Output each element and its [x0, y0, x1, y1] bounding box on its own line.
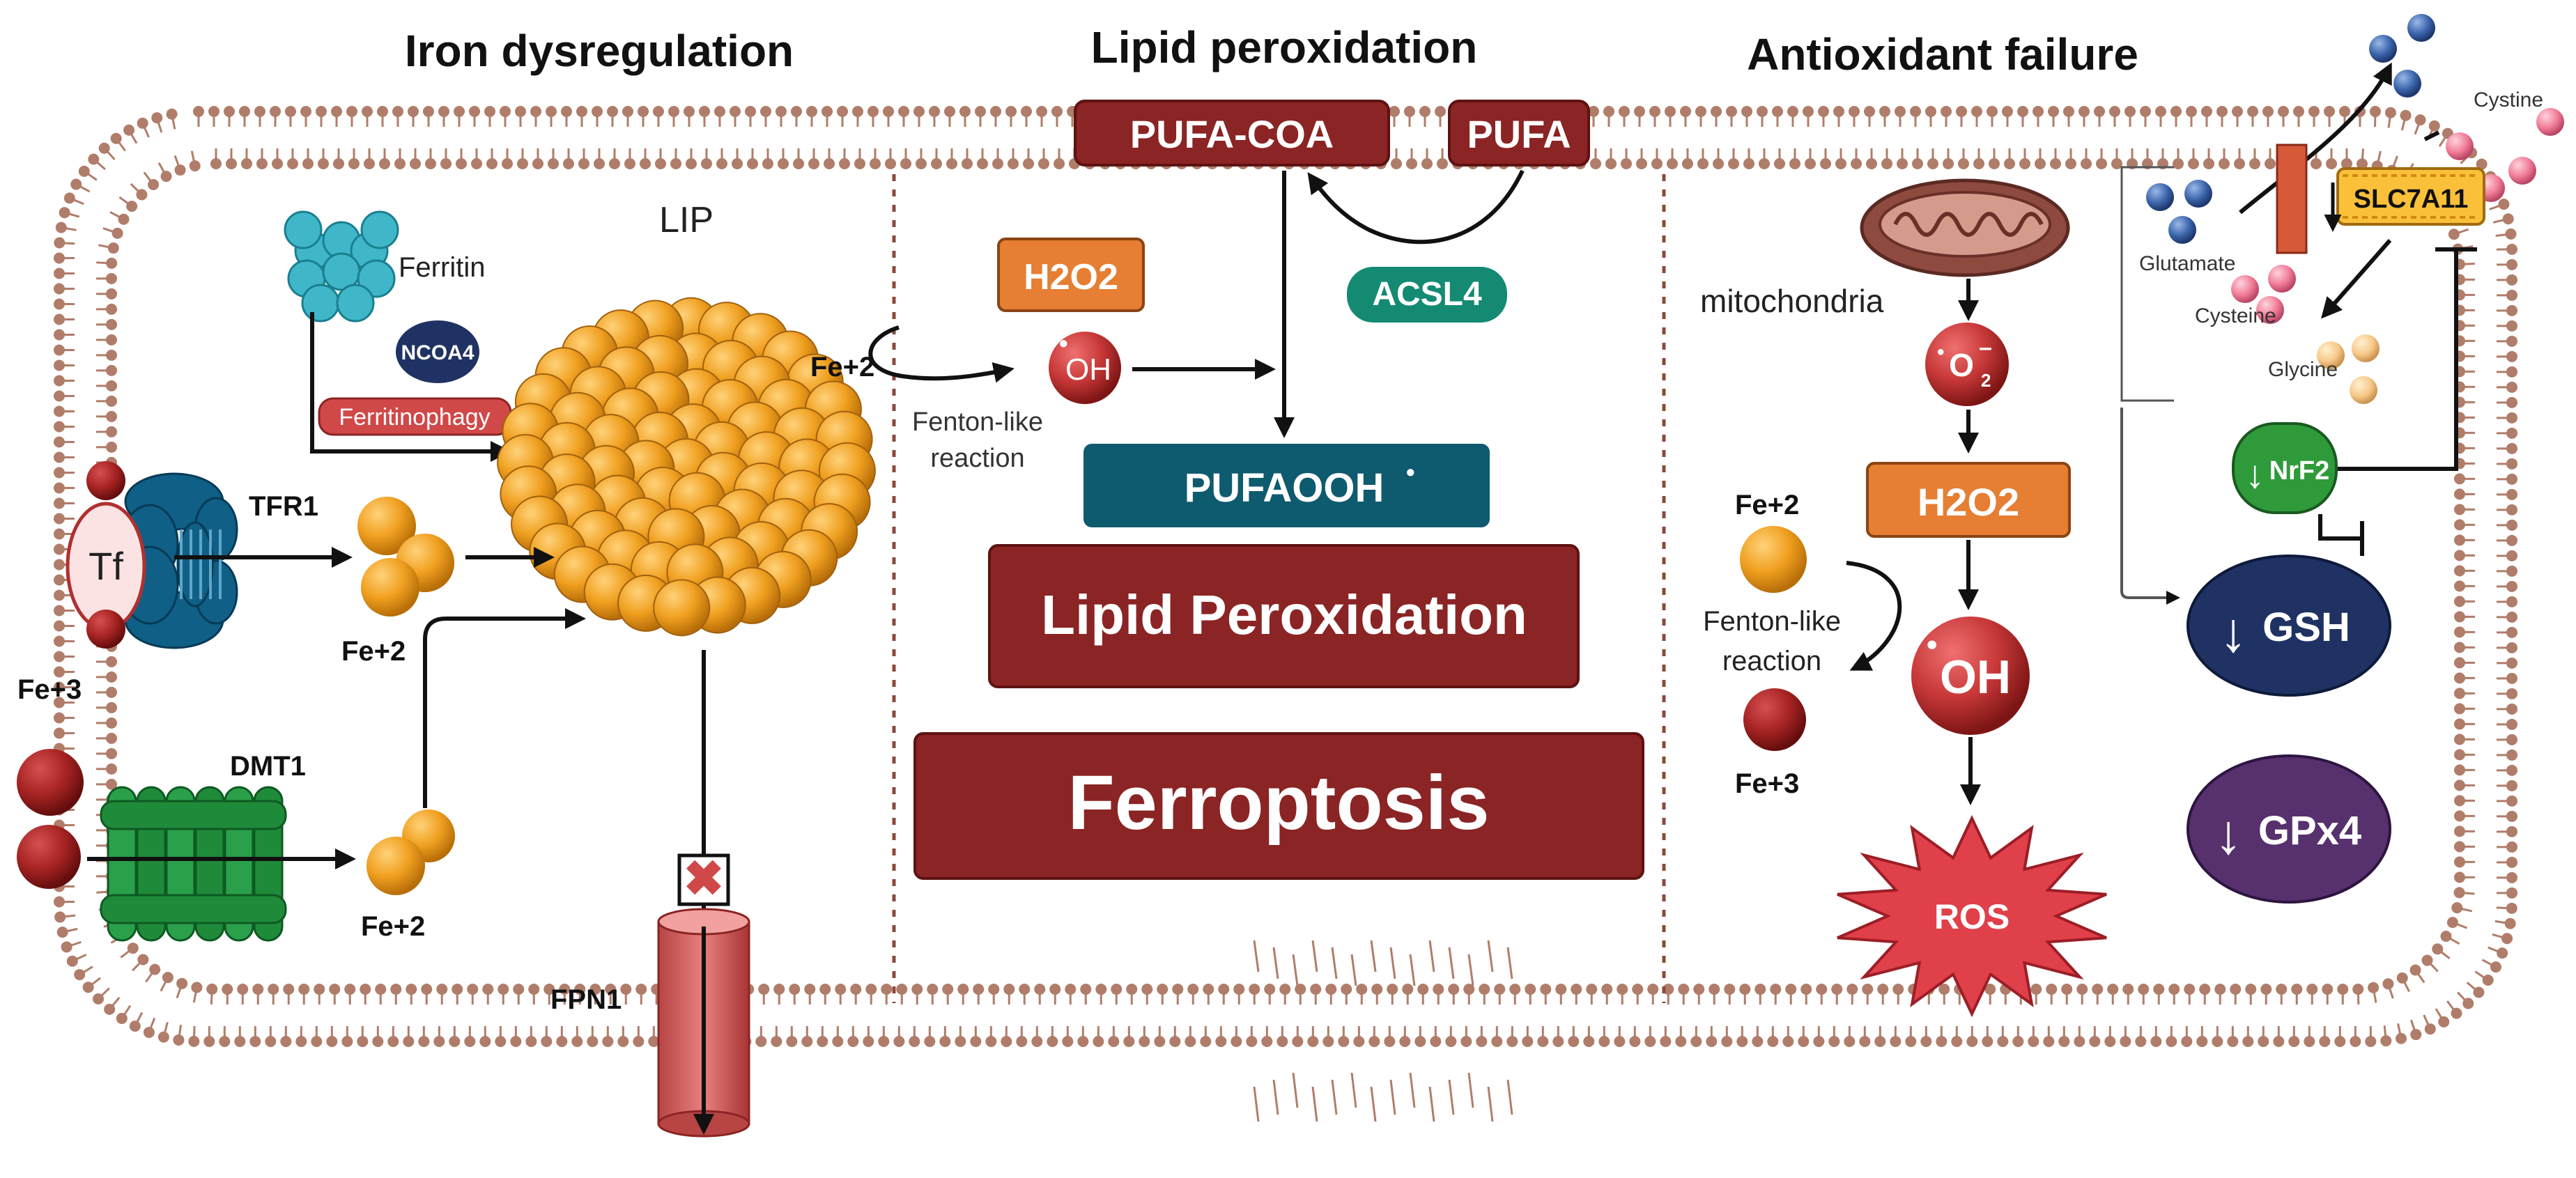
header-lipid-peroxidation: Lipid peroxidation	[1091, 22, 1478, 72]
glutamate-molecules	[2146, 180, 2212, 244]
glutamate-label: Glutamate	[2139, 252, 2235, 275]
cystine-molecule	[2508, 157, 2536, 185]
gpx4-down-arrow-icon: ↓	[2214, 803, 2242, 865]
nrf2-inhibit-gsh	[2320, 514, 2362, 538]
pufaooh-label: PUFAOOH	[1185, 465, 1385, 511]
h2o2-label-lipid: H2O2	[1024, 257, 1118, 297]
fe2-label-top: Fe+2	[341, 636, 406, 667]
fe2-label-antioxidant: Fe+2	[1735, 490, 1799, 520]
oh-label-antioxidant: OH	[1940, 651, 2011, 704]
tf-label: Tf	[88, 544, 123, 588]
cystine-molecule	[2446, 132, 2474, 160]
cystine-label: Cystine	[2474, 88, 2543, 111]
arrow-slc-to-cysteine	[2324, 240, 2390, 316]
nrf2-label: NrF2	[2269, 456, 2330, 486]
labile-iron-pool	[498, 298, 875, 636]
arrow-bracket-to-gsh	[2122, 408, 2177, 598]
tf-iron-top	[86, 461, 125, 500]
glutamate-molecule	[2393, 70, 2421, 98]
arrow-dmt1-fe2-to-lip	[425, 619, 582, 808]
fenton-line1-antioxidant: Fenton-like	[1703, 606, 1841, 637]
cysteine-label: Cysteine	[2195, 304, 2276, 327]
lip-iron-ion	[654, 580, 709, 635]
acsl4-label: ACSL4	[1372, 276, 1482, 313]
lipid-peroxidation-label: Lipid Peroxidation	[1041, 584, 1527, 646]
fe3-ion-antioxidant	[1743, 688, 1806, 751]
fpn1-label: FPN1	[550, 984, 622, 1015]
fe2-ion-bottom-b	[367, 837, 425, 895]
superoxide-dot: •	[1937, 341, 1945, 364]
oh-dot-antioxidant: •	[1927, 628, 1937, 662]
gsh-label: GSH	[2262, 605, 2350, 650]
glutamate-molecule	[2146, 183, 2174, 211]
arrow-pufa-to-pufa-coa	[1310, 171, 1522, 242]
slc7a11-label: SLC7A11	[2354, 185, 2469, 214]
fe2-ion-antioxidant	[1740, 526, 1807, 593]
glycine-molecule	[2350, 376, 2377, 404]
pufa-coa-label: PUFA-COA	[1130, 112, 1334, 156]
nrf2-down-arrow-icon: ↓	[2245, 452, 2265, 496]
pufaooh-dot: •	[1406, 458, 1415, 486]
mitochondria-label: mitochondria	[1700, 283, 1884, 319]
tf-iron-bottom	[86, 610, 125, 649]
fenton-line2-antioxidant: reaction	[1722, 646, 1821, 676]
ferritinophagy-label: Ferritinophagy	[339, 404, 490, 431]
glutamate-molecule	[2369, 35, 2397, 63]
fe3-label-left: Fe+3	[17, 674, 82, 705]
oh-label-lipid: OH	[1065, 352, 1111, 387]
fe3-ion-1	[17, 749, 84, 816]
arrow-fenton-antioxidant	[1846, 563, 1899, 669]
glutamate-molecule	[2407, 14, 2435, 42]
glutamate-molecule	[2168, 216, 2196, 244]
header-iron-dysregulation: Iron dysregulation	[405, 26, 794, 76]
fe3-label-antioxidant: Fe+3	[1735, 768, 1799, 799]
lip-label: LIP	[659, 200, 714, 240]
superoxide-minus: –	[1979, 334, 1992, 361]
gsh-down-arrow-icon: ↓	[2219, 601, 2247, 663]
cystine-molecule	[2536, 108, 2564, 136]
fpn1-block-cross-icon: ✖	[684, 851, 725, 906]
fenton-line2-lipid: reaction	[930, 444, 1024, 473]
fe2-label-bottom: Fe+2	[361, 911, 425, 942]
tfr1-label: TFR1	[249, 491, 318, 522]
h2o2-label-antioxidant: H2O2	[1918, 480, 2019, 524]
fe2-label-lipid: Fe+2	[810, 352, 874, 382]
cysteine-molecule	[2268, 265, 2296, 293]
superoxide-subscript: 2	[1981, 370, 1991, 391]
glycine-molecule	[2352, 334, 2380, 362]
superoxide-label: O	[1949, 347, 1974, 383]
fe2-ion-top-c	[361, 558, 419, 617]
dmt1-transporter-icon	[101, 787, 286, 940]
glycine-label: Glycine	[2268, 358, 2338, 381]
ros-label: ROS	[1934, 897, 2010, 936]
glutamate-molecule	[2184, 180, 2212, 208]
ferroptosis-label: Ferroptosis	[1067, 760, 1489, 846]
arrow-fenton-lipid	[870, 327, 1010, 378]
pufa-label: PUFA	[1467, 112, 1571, 156]
fe3-ion-2	[17, 825, 81, 889]
header-antioxidant-failure: Antioxidant failure	[1747, 29, 2138, 79]
ferritin-icon	[285, 212, 398, 321]
fenton-line1-lipid: Fenton-like	[912, 408, 1043, 437]
cysteine-molecule	[2231, 275, 2259, 303]
dmt1-label: DMT1	[230, 751, 306, 782]
ferritin-label: Ferritin	[399, 252, 485, 283]
mitochondria-icon	[1862, 180, 2068, 275]
ncoa4-label: NCOA4	[401, 341, 474, 364]
gpx4-label: GPx4	[2258, 808, 2361, 853]
